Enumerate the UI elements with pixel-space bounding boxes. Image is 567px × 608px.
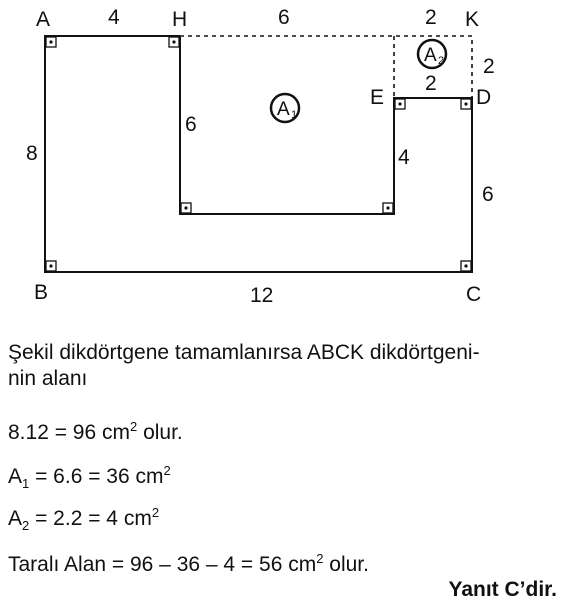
vertex-label-c: C <box>466 283 481 306</box>
eq2-sub: 1 <box>22 476 30 492</box>
length-e-down: 4 <box>398 146 410 169</box>
vertex-label-k: K <box>465 8 479 31</box>
eq1-main: 8.12 = 96 cm <box>8 421 130 444</box>
eq3-main: = 2.2 = 4 cm <box>29 507 152 530</box>
right-angle-markers <box>45 36 472 272</box>
vertex-label-a: A <box>36 8 50 31</box>
geometry-figure: A H K E D B C 4 6 2 2 2 8 6 4 6 12 A 1 A… <box>26 6 495 307</box>
length-dc: 6 <box>482 183 494 206</box>
length-hk: 6 <box>278 6 290 29</box>
eq1-exp: 2 <box>130 419 138 434</box>
length-ed: 2 <box>425 72 437 95</box>
vertex-label-e: E <box>370 86 384 109</box>
region-a1-circle <box>269 92 301 124</box>
dashed-completion-lines <box>180 35 473 98</box>
vertex-label-d: D <box>476 86 491 109</box>
length-bc: 12 <box>250 284 273 307</box>
eq2-main: = 6.6 = 36 cm <box>29 465 164 488</box>
region-a2-sub: 2 <box>438 55 444 67</box>
eq2-exp: 2 <box>163 463 171 478</box>
length-kd: 2 <box>483 55 495 78</box>
eq1-tail: olur. <box>137 421 183 444</box>
eq3-var: A <box>8 507 23 530</box>
final-main: Taralı Alan = 96 – 36 – 4 = 56 cm <box>8 553 317 576</box>
intro-line-2: nin alanı <box>8 367 88 390</box>
vertex-label-h: H <box>172 8 187 31</box>
length-ah: 4 <box>108 6 120 29</box>
region-a1-label: A <box>277 99 290 120</box>
region-a1-sub: 1 <box>291 109 297 121</box>
eq3-exp: 2 <box>151 505 160 520</box>
right-angle-dots <box>49 40 468 268</box>
eq2-var: A <box>8 465 23 488</box>
answer-text: Yanıt C’dir. <box>448 578 557 601</box>
vertex-label-b: B <box>34 281 48 304</box>
region-a2-circle <box>416 38 448 70</box>
equation-a1: A1 = 6.6 = 36 cm2 <box>8 458 171 497</box>
length-h-inner: 6 <box>185 113 197 136</box>
equation-total-area: 8.12 = 96 cm2 olur. <box>8 414 183 446</box>
region-a2-label: A <box>424 45 437 66</box>
intro-line-1: Şekil dikdörtgene tamamlanırsa ABCK dikd… <box>8 341 480 364</box>
final-exp: 2 <box>316 551 324 566</box>
final-tail: olur. <box>323 553 369 576</box>
length-top-right: 2 <box>425 6 437 29</box>
length-ab: 8 <box>26 142 38 165</box>
equation-a2: A2 = 2.2 = 4 cm2 <box>8 500 159 539</box>
eq3-sub: 2 <box>22 518 30 534</box>
equation-shaded-area: Taralı Alan = 96 – 36 – 4 = 56 cm2 olur. <box>8 546 369 578</box>
